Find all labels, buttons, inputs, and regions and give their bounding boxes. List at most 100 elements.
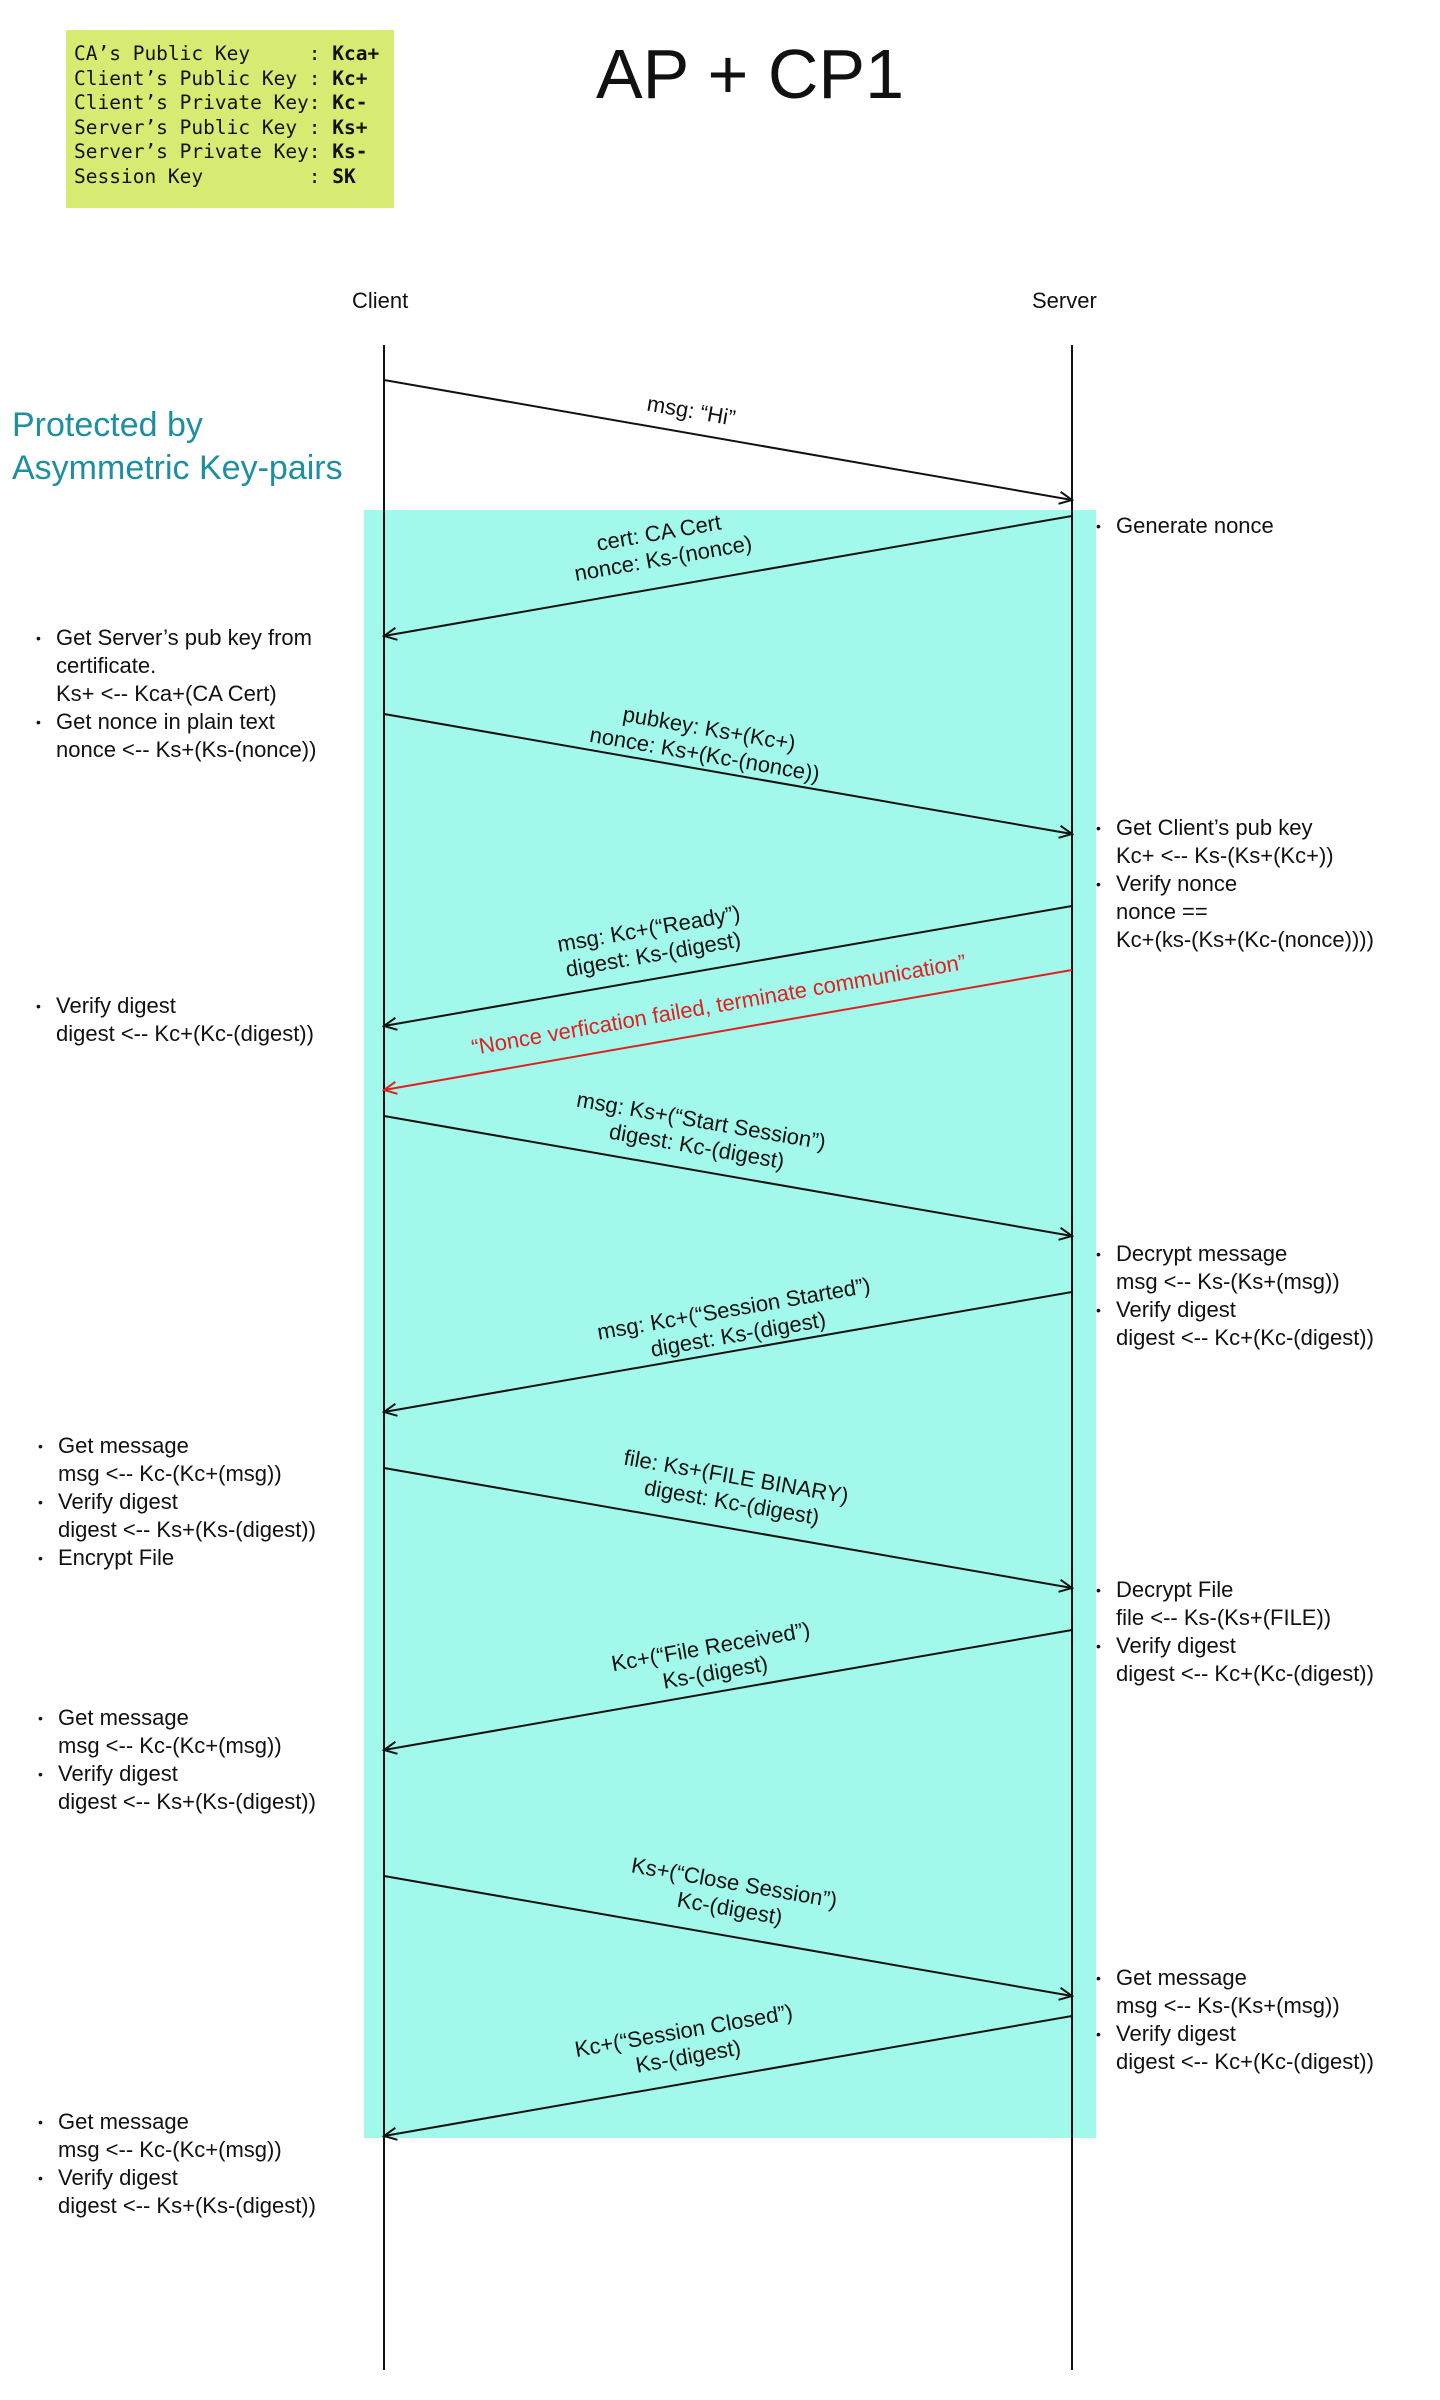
key-legend: CA’s Public Key : Kca+Client’s Public Ke… <box>66 30 394 208</box>
note-line: digest <-- Kc+(Kc-(digest)) <box>1116 1325 1374 1350</box>
legend-key-name: CA’s Public Key : <box>74 42 333 65</box>
page-title: AP + CP1 <box>595 35 905 113</box>
protected-label-line1: Protected by <box>12 406 203 444</box>
note-bullet: Verify digest <box>38 1488 316 1516</box>
note-bullet: Verify digest <box>38 2164 316 2192</box>
arrowhead <box>1058 1227 1075 1241</box>
error-message-label: “Nonce verfication failed, terminate com… <box>470 949 968 1060</box>
legend-key-name: Client’s Private Key: <box>74 91 333 114</box>
arrowhead <box>381 2127 398 2141</box>
message-arrow <box>383 905 1073 1027</box>
message-label: msg: “Hi” <box>645 391 737 431</box>
message-label: msg: Kc+(“Ready”)digest: Ks-(digest) <box>555 900 746 982</box>
note-line: Ks+ <-- Kca+(CA Cert) <box>56 681 277 706</box>
client-label: Client <box>352 288 409 313</box>
note-bullet: Verify digest <box>1096 1296 1374 1324</box>
note-bullet: Get Client’s pub key <box>1096 814 1374 842</box>
note-bullet: Get message <box>38 2108 316 2136</box>
note-line: msg <-- Kc-(Kc+(msg)) <box>58 2137 282 2162</box>
legend-row: Server’s Public Key : Ks+ <box>74 116 394 141</box>
note-line: Kc+ <-- Ks-(Ks+(Kc+)) <box>1116 843 1334 868</box>
note-bullet: Get message <box>1096 1964 1374 1992</box>
note-line: msg <-- Ks-(Ks+(msg)) <box>1116 1993 1340 2018</box>
note-bullet: Get message <box>38 1432 316 1460</box>
arrowhead <box>381 627 398 641</box>
note-line: file <-- Ks-(Ks+(FILE)) <box>1116 1605 1332 1630</box>
note-line: Kc+(ks-(Ks+(Kc-(nonce)))) <box>1116 927 1374 952</box>
message-label-line: msg: “Hi” <box>645 391 737 431</box>
client-note: Get Server’s pub key fromcertificate.Ks+… <box>36 624 316 764</box>
message-arrow <box>383 2015 1073 2137</box>
legend-row: Session Key : SK <box>74 165 394 190</box>
note-line: msg <-- Kc-(Kc+(msg)) <box>58 1461 282 1486</box>
message-arrow <box>383 515 1073 637</box>
server-label: Server <box>1032 288 1097 313</box>
message-arrow <box>383 1115 1073 1237</box>
message-arrow <box>383 969 1073 1091</box>
legend-key-symbol: SK <box>332 164 356 188</box>
legend-key-name: Session Key : <box>74 164 333 188</box>
message-label: cert: CA Certnonce: Ks-(nonce) <box>568 505 754 586</box>
arrowhead <box>381 1741 398 1755</box>
note-bullet: Decrypt File <box>1096 1576 1374 1604</box>
message-arrow <box>383 1629 1073 1751</box>
arrowhead <box>1058 491 1075 505</box>
note-line: digest <-- Ks+(Ks-(digest)) <box>58 2193 316 2218</box>
note-bullet: Verify digest <box>36 992 314 1020</box>
arrowhead <box>1058 1987 1075 2001</box>
legend-key-symbol: Kca+ <box>332 42 380 65</box>
legend-key-name: Client’s Public Key : <box>74 66 333 90</box>
note-line: digest <-- Ks+(Ks-(digest)) <box>58 1789 316 1814</box>
protected-region <box>364 510 1096 2138</box>
arrowhead <box>381 1081 398 1095</box>
arrowhead <box>381 1403 398 1417</box>
note-bullet: Get message <box>38 1704 316 1732</box>
note-bullet: Decrypt message <box>1096 1240 1374 1268</box>
message-label: Ks+(“Close Session”)Kc-(digest) <box>625 1852 839 1938</box>
note-bullet: Get Server’s pub key from <box>36 624 316 652</box>
message-label-line: “Nonce verfication failed, terminate com… <box>470 949 968 1060</box>
legend-key-symbol: Kc+ <box>332 66 368 90</box>
message-label: msg: Ks+(“Start Session”)digest: Kc-(dig… <box>570 1087 827 1181</box>
legend-key-name: Server’s Private Key: <box>74 140 333 163</box>
legend-key-name: Server’s Public Key : <box>74 115 333 139</box>
note-line: digest <-- Kc+(Kc-(digest)) <box>1116 1661 1374 1686</box>
note-line: msg <-- Ks-(Ks+(msg)) <box>1116 1269 1340 1294</box>
arrowhead <box>1058 1579 1075 1593</box>
note-bullet: Verify digest <box>38 1760 316 1788</box>
server-note: Generate nonce <box>1096 512 1274 540</box>
message-arrow <box>383 713 1073 835</box>
arrowhead <box>381 1017 398 1031</box>
message-label: Kc+(“File Received”)Ks-(digest) <box>610 1617 817 1702</box>
legend-key-symbol: Ks+ <box>332 115 368 139</box>
note-line: nonce == <box>1116 899 1208 924</box>
note-bullet: Verify digest <box>1096 2020 1374 2048</box>
note-bullet: Encrypt File <box>38 1544 316 1572</box>
note-bullet: Get nonce in plain text <box>36 708 316 736</box>
note-line: msg <-- Kc-(Kc+(msg)) <box>58 1733 282 1758</box>
note-bullet: Verify digest <box>1096 1632 1374 1660</box>
legend-row: Server’s Private Key: Ks- <box>74 140 394 165</box>
message-arrow <box>383 1875 1073 1997</box>
legend-key-symbol: Ks- <box>332 140 368 163</box>
note-line: digest <-- Ks+(Ks-(digest)) <box>58 1517 316 1542</box>
legend-row: Client’s Private Key: Kc- <box>74 91 394 116</box>
protected-label-line2: Asymmetric Key-pairs <box>12 449 343 487</box>
note-bullet: Generate nonce <box>1096 512 1274 540</box>
message-arrow <box>383 379 1073 501</box>
note-line: digest <-- Kc+(Kc-(digest)) <box>1116 2049 1374 2074</box>
message-arrow <box>383 1467 1073 1589</box>
note-line: digest <-- Kc+(Kc-(digest)) <box>56 1021 314 1046</box>
arrowhead <box>1058 825 1075 839</box>
message-label: Kc+(“Session Closed”)Ks-(digest) <box>573 1999 799 2087</box>
message-arrow <box>383 1291 1073 1413</box>
message-label: pubkey: Ks+(Kc+)nonce: Ks+(Kc-(nonce)) <box>588 696 826 786</box>
